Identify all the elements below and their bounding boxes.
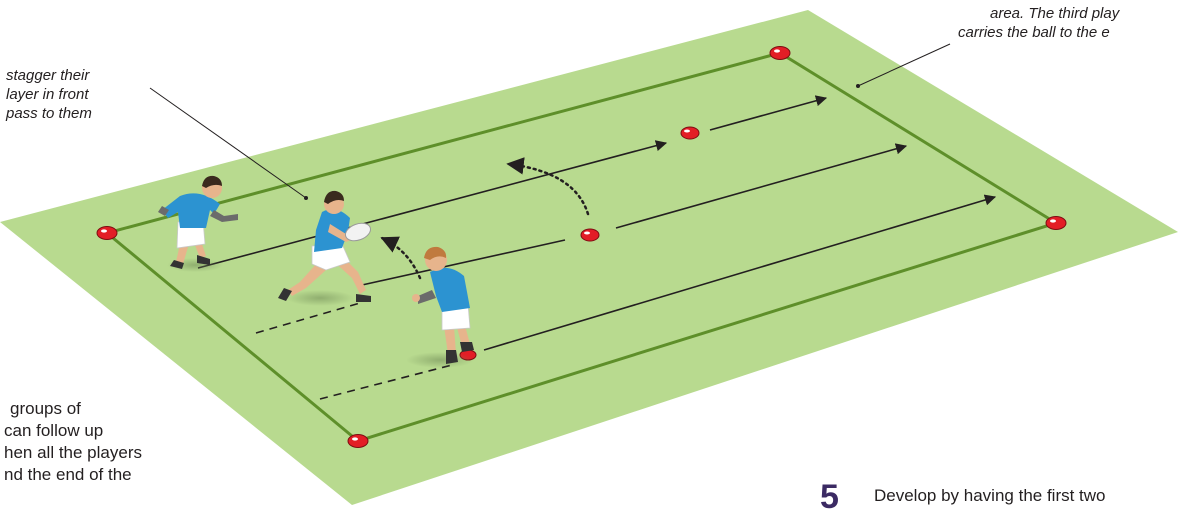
run-line-2 xyxy=(709,95,828,131)
note-bottom-left-line-3: hen all the players xyxy=(4,443,142,462)
run-line-1 xyxy=(197,140,668,269)
cone-mid-center xyxy=(580,228,600,242)
caption-top-left-line-1: stagger their xyxy=(6,67,90,84)
caption-pointer-left-dot xyxy=(304,196,308,200)
drill-diagram xyxy=(0,10,1178,505)
note-bottom-left: groups of can follow up hen all the play… xyxy=(4,398,142,486)
step-text: Develop by having the first two xyxy=(874,486,1106,505)
pass-arc-2 xyxy=(380,236,422,280)
run-line-4 xyxy=(615,143,908,229)
cone-corner-top xyxy=(769,46,791,60)
caption-top-right-line-1: area. The third play xyxy=(990,5,1120,22)
pass-arc-1 xyxy=(506,157,590,216)
caption-top-left: stagger their layer in front pass to the… xyxy=(6,66,92,123)
dashed-line-1 xyxy=(255,302,361,334)
run-line-5 xyxy=(483,194,997,351)
caption-top-left-line-2: layer in front xyxy=(6,86,89,103)
cone-mid-upper xyxy=(680,126,700,140)
pitch xyxy=(0,10,1178,505)
cone-corner-right xyxy=(1045,216,1067,230)
note-bottom-left-line-1: groups of xyxy=(10,399,81,418)
caption-top-left-line-3: pass to them xyxy=(6,105,92,122)
run-line-3 xyxy=(361,239,566,286)
player-left xyxy=(158,175,238,272)
caption-pointer-right xyxy=(857,43,951,87)
note-bottom-left-line-2: can follow up xyxy=(4,421,104,440)
note-bottom-left-line-4: nd the end of the xyxy=(4,465,132,484)
caption-top-right-line-2: carries the ball to the e xyxy=(958,24,1110,41)
step-number: 5 xyxy=(820,478,839,516)
caption-top-right: area. The third play carries the ball to… xyxy=(958,4,1120,42)
player-front-receiver xyxy=(406,246,474,368)
player-centre-ball-carrier xyxy=(278,190,372,306)
cone-corner-left xyxy=(96,226,118,240)
cone-corner-bottom xyxy=(347,434,369,448)
caption-pointer-left xyxy=(149,87,307,199)
dashed-line-2 xyxy=(319,364,453,400)
caption-pointer-right-dot xyxy=(856,84,860,88)
